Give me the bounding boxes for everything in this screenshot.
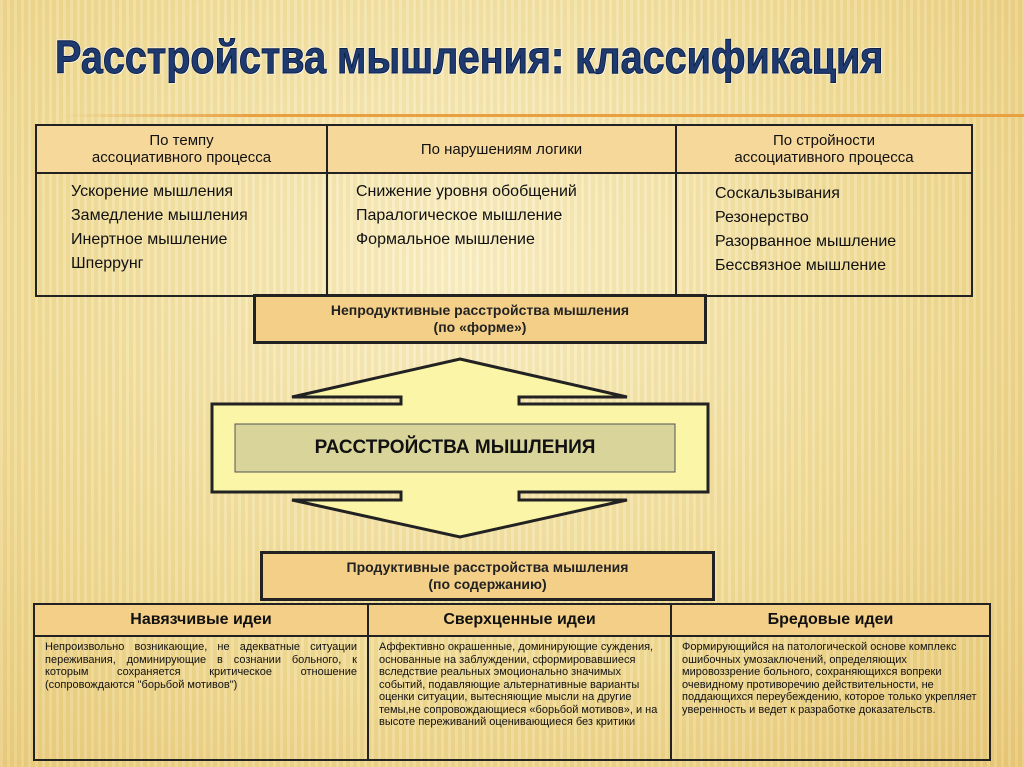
center-label: РАССТРОЙСТВА МЫШЛЕНИЯ	[314, 437, 596, 458]
unproductive-sublabel: (по «форме»)	[433, 319, 527, 335]
header-delusional: Бредовые идеи	[670, 603, 991, 637]
productive-box: Продуктивные расстройства мышления (по с…	[260, 551, 715, 601]
header-logic: По нарушениям логики	[326, 124, 677, 174]
list-item: Соскальзывания	[715, 185, 840, 202]
list-item: Бессвязное мышление	[715, 257, 887, 274]
slide-title: Расстройства мышления: классификация	[55, 31, 884, 84]
form-disorders-table: По темпу ассоциативного процесса По нару…	[35, 124, 973, 297]
header-overvalued: Сверхценные идеи	[367, 603, 672, 637]
unproductive-label: Непродуктивные расстройства мышления	[330, 302, 630, 318]
list-item: Снижение уровня обобщений	[356, 183, 577, 200]
delusional-description: Формирующийся на патологической основе к…	[670, 635, 991, 761]
list-item: Инертное мышление	[71, 231, 228, 248]
header-coherence: По стройности ассоциативного процесса	[675, 124, 973, 174]
list-item: Разорванное мышление	[715, 233, 897, 250]
tempo-cell: Ускорение мышления Замедление мышления И…	[35, 172, 328, 297]
list-item: Замедление мышления	[71, 207, 248, 224]
list-item: Формальное мышление	[356, 231, 535, 248]
content-disorders-table: Навязчивые идеи Сверхценные идеи Бредовы…	[33, 603, 991, 761]
title-divider	[60, 114, 1024, 117]
center-box	[234, 423, 676, 473]
obsessive-description: Непроизвольно возникающие, не адекватные…	[33, 635, 369, 761]
list-item: Резонерство	[715, 209, 809, 226]
list-item: Шперрунг	[71, 255, 144, 272]
list-item: Ускорение мышления	[71, 183, 234, 200]
productive-label: Продуктивные расстройства мышления	[346, 559, 629, 575]
productive-sublabel: (по содержанию)	[428, 576, 547, 592]
overvalued-description: Аффективно окрашенные, доминирующие сужд…	[367, 635, 672, 761]
coherence-cell: Соскальзывания Резонерство Разорванное м…	[675, 172, 973, 297]
header-tempo: По темпу ассоциативного процесса	[35, 124, 328, 174]
list-item: Паралогическое мышление	[356, 207, 563, 224]
header-obsessive: Навязчивые идеи	[33, 603, 369, 637]
logic-cell: Снижение уровня обобщений Паралогическое…	[326, 172, 677, 297]
unproductive-box: Непродуктивные расстройства мышления (по…	[253, 294, 707, 344]
